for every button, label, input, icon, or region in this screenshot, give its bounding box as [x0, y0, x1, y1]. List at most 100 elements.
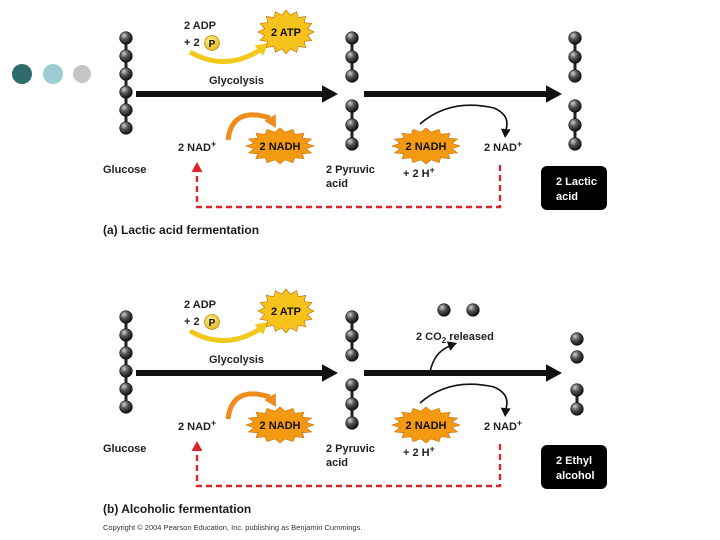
nadh-burst-glycolysis-label: 2 NADH: [260, 420, 301, 432]
carbon-bead: [570, 383, 584, 397]
nad-out-label: 2 NAD+: [484, 139, 522, 154]
carbon-bead: [568, 99, 582, 113]
carbon-bead: [345, 348, 359, 362]
carbon-bead: [119, 103, 133, 117]
product-box: [541, 445, 607, 489]
carbon-bead: [568, 50, 582, 64]
fermentation-arrowhead: [546, 364, 562, 382]
carbon-bead: [119, 121, 133, 135]
product-chain-bottom: [570, 383, 584, 416]
pyruvic-label-line2: acid: [326, 457, 348, 469]
h-plus-label: + 2 H+: [403, 165, 435, 180]
atp-burst-label: 2 ATP: [271, 27, 301, 39]
carbon-bead: [119, 85, 133, 99]
h-plus-label: + 2 H+: [403, 444, 435, 459]
glucose-label: Glucose: [103, 443, 146, 455]
nadh-formation-arrowhead: [264, 393, 276, 407]
carbon-bead: [345, 69, 359, 83]
nadh-burst-fermentation: 2 NADH: [391, 127, 461, 165]
co2-release-arrowhead: [446, 341, 457, 351]
decor-dot-gray: [73, 65, 91, 83]
nadh-burst-fermentation-burst: [391, 127, 461, 165]
nadh-burst-glycolysis: 2 NADH: [245, 127, 315, 165]
adp-label-line2: + 2: [184, 37, 200, 49]
product-label-line2: acid: [556, 191, 578, 203]
product-chain-b: [570, 350, 584, 364]
pyruvic-chain-top: [345, 31, 359, 83]
glucose-chain: [119, 31, 133, 135]
atp-burst: 2 ATP: [257, 288, 315, 334]
carbon-bead: [568, 137, 582, 151]
carbon-bead: [119, 31, 133, 45]
co2-label-post: released: [446, 331, 494, 343]
product-box: [541, 166, 607, 210]
carbon-bead: [570, 350, 584, 364]
phosphate-label: P: [209, 39, 216, 50]
carbon-bead: [119, 328, 133, 342]
atp-arrowhead: [254, 43, 268, 56]
carbon-bead: [119, 400, 133, 414]
nad-in-label-main: 2 NAD: [178, 421, 211, 433]
carbon-bead: [345, 329, 359, 343]
nad-out-label-main: 2 NAD: [484, 421, 517, 433]
product-chain-a: [570, 332, 584, 346]
carbon-bead: [570, 402, 584, 416]
nadh-burst-glycolysis-label: 2 NADH: [260, 141, 301, 153]
adp-label-line1: 2 ADP: [184, 20, 216, 32]
nadh-formation-arrowhead: [264, 114, 276, 128]
carbon-bead: [568, 118, 582, 132]
nad-in-label: 2 NAD+: [178, 418, 216, 433]
nad-out-label-main: 2 NAD: [484, 142, 517, 154]
carbon-bead: [119, 310, 133, 324]
nadh-formation-arrow: [225, 112, 271, 141]
carbon-bead: [345, 310, 359, 324]
nad-recycle-arrowhead: [191, 441, 203, 451]
nad-regeneration-arrowhead: [500, 407, 511, 417]
pyruvic-chain-bottom: [345, 378, 359, 430]
pyruvic-chain-bottom: [345, 99, 359, 151]
product-label-line2: alcohol: [556, 470, 595, 482]
glucose-label: Glucose: [103, 164, 146, 176]
adp-label-line2: + 2: [184, 316, 200, 328]
carbon-bead: [345, 50, 359, 64]
atp-arrowhead: [254, 322, 268, 335]
h-plus-label-sup: +: [430, 444, 435, 454]
nad-recycle-dashed-arrow: [195, 165, 502, 209]
nadh-burst-fermentation-burst: [391, 406, 461, 444]
nad-out-label: 2 NAD+: [484, 418, 522, 433]
carbon-bead: [345, 378, 359, 392]
carbon-bead: [119, 382, 133, 396]
nad-regeneration-arrow: [419, 104, 508, 133]
nad-out-label-sup: +: [517, 139, 522, 149]
nad-in-label-sup: +: [211, 139, 216, 149]
atp-burst-burst: [257, 288, 315, 334]
nadh-burst-fermentation: 2 NADH: [391, 406, 461, 444]
carbon-bead: [568, 69, 582, 83]
phosphate-icon: [204, 314, 220, 330]
nad-in-label-main: 2 NAD: [178, 142, 211, 154]
fermentation-arrowhead: [546, 85, 562, 103]
decor-dot-teal: [12, 64, 32, 84]
nad-in-label: 2 NAD+: [178, 139, 216, 154]
pyruvic-label-line1: 2 Pyruvic: [326, 164, 375, 176]
glycolysis-label: Glycolysis: [209, 75, 264, 87]
nad-in-label-sup: +: [211, 418, 216, 428]
product-chain-bottom: [568, 99, 582, 151]
carbon-bead: [119, 364, 133, 378]
phosphate-icon: [204, 35, 220, 51]
nad-regeneration-arrowhead: [500, 128, 511, 138]
copyright-text: Copyright © 2004 Pearson Education, Inc.…: [103, 523, 362, 532]
carbon-bead: [345, 416, 359, 430]
pyruvic-label-line2: acid: [326, 178, 348, 190]
nadh-burst-fermentation-label: 2 NADH: [406, 141, 447, 153]
glycolysis-arrowhead: [322, 364, 338, 382]
panel-lactic-acid-fermentation: Glucose 2 Pyruvic acid Glycolysis 2 ADP + 2 P 2…: [103, 9, 607, 237]
atp-yield-arrow: [188, 47, 262, 64]
carbon-bead: [570, 332, 584, 346]
carbon-bead: [119, 346, 133, 360]
adp-label-line1: 2 ADP: [184, 299, 216, 311]
nadh-burst-glycolysis: 2 NADH: [245, 406, 315, 444]
nadh-burst-glycolysis-burst: [245, 127, 315, 165]
carbon-bead: [568, 31, 582, 45]
